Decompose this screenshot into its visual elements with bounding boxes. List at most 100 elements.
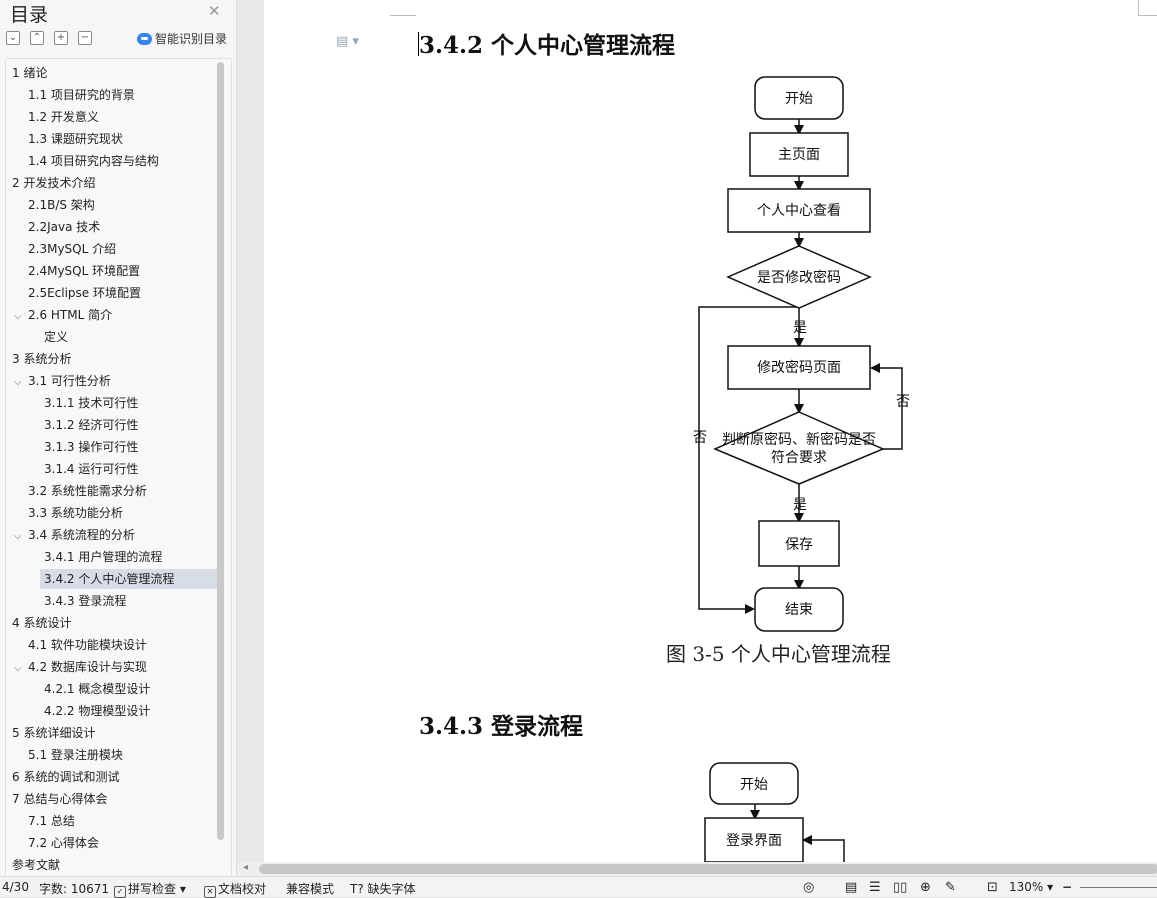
outline-view-icon[interactable]: ☰	[869, 880, 881, 895]
chevron-down-icon[interactable]: ⌵	[14, 377, 22, 388]
add-heading-icon[interactable]: +	[54, 31, 68, 45]
toc-item[interactable]: 3.1.2 经济可行性	[44, 415, 138, 435]
toc-item[interactable]: ⌵4 系统设计	[6, 613, 72, 635]
spellcheck-label: 拼写检查	[128, 882, 177, 896]
chevron-down-icon[interactable]: ⌵	[6, 725, 12, 745]
flow-save-node	[758, 520, 840, 567]
toc-item[interactable]: 3.1.4 运行可行性	[44, 459, 138, 479]
chevron-down-icon[interactable]: ⌵	[14, 531, 22, 542]
flow-start-node	[709, 762, 799, 805]
toc-item[interactable]: 3.1.1 技术可行性	[44, 393, 138, 413]
flow-label: 是	[793, 320, 807, 336]
toc-item[interactable]: 3.1.3 操作可行性	[44, 437, 138, 457]
missing-font-button[interactable]: T? 缺失字体	[350, 880, 416, 897]
scrollbar-thumb[interactable]	[259, 864, 1157, 874]
chevron-down-icon[interactable]: ⌵	[14, 311, 22, 322]
toc-item[interactable]: ⌵4.2 数据库设计与实现	[14, 657, 147, 677]
word-count[interactable]: 字数: 10671	[39, 882, 110, 896]
toc-item[interactable]: 7.2 心得体会	[28, 833, 99, 853]
toc-item[interactable]: ⌵2 开发技术介绍	[6, 173, 95, 195]
chevron-down-icon[interactable]: ⌵	[14, 663, 22, 674]
zoom-level[interactable]: 130% ▾	[1009, 880, 1054, 894]
status-bar: 4/30 字数: 10671 ✓拼写检查 ▾ ✕文档校对 兼容模式 T? 缺失字…	[0, 876, 1157, 898]
toc-item[interactable]: 3.3 系统功能分析	[28, 503, 123, 523]
toc-item-label: 3.4.3 登录流程	[44, 594, 127, 608]
horizontal-scrollbar[interactable]: ◂	[237, 862, 1157, 876]
web-view-icon[interactable]: ⊕	[920, 880, 931, 895]
toc-item[interactable]: 2.2Java 技术	[28, 217, 100, 237]
chevron-down-icon[interactable]: ⌵	[6, 175, 12, 195]
proofread-button[interactable]: ✕文档校对	[204, 880, 266, 898]
toc-item[interactable]: 6 系统的调试和测试	[12, 767, 119, 787]
toc-item[interactable]: 4.2.2 物理模型设计	[44, 701, 150, 721]
toc-item[interactable]: ⌵2.6 HTML 简介	[14, 305, 112, 325]
toc-scrollbar[interactable]	[217, 62, 224, 840]
page-indicator[interactable]: 4/30	[2, 880, 29, 894]
flow-home-node	[749, 132, 849, 177]
toc-item[interactable]: 7.1 总结	[28, 811, 75, 831]
document-page[interactable]: ▤ ▾ 3.4.2 个人中心管理流程	[264, 0, 1157, 862]
spellcheck-button[interactable]: ✓拼写检查 ▾	[114, 880, 186, 898]
proofread-icon: ✕	[204, 886, 216, 898]
zoom-slider[interactable]	[1080, 887, 1157, 888]
chevron-down-icon[interactable]: ⌵	[6, 615, 12, 635]
toc-item[interactable]: 3.4.1 用户管理的流程	[44, 547, 162, 567]
compat-mode[interactable]: 兼容模式	[286, 882, 335, 896]
zoom-out-icon[interactable]: −	[1062, 880, 1073, 894]
chevron-down-icon[interactable]: ⌵	[6, 791, 12, 811]
reading-view-icon[interactable]: ▯▯	[893, 880, 908, 895]
toc-item[interactable]: ⌵3 系统分析	[6, 349, 71, 371]
toc-title: 目录	[10, 4, 49, 26]
toc-item[interactable]: 5.1 登录注册模块	[28, 745, 123, 765]
toc-item-label: 1 绪论	[12, 66, 48, 80]
toc-item[interactable]: ⌵3.4 系统流程的分析	[14, 525, 135, 545]
toc-item[interactable]: 1.2 开发意义	[28, 107, 99, 127]
eye-protection-icon[interactable]: ◎	[803, 880, 815, 895]
scroll-left-icon[interactable]: ◂	[243, 862, 249, 873]
toc-item-label: 3.2 系统性能需求分析	[28, 484, 147, 498]
toc-item[interactable]: 参考文献	[12, 855, 60, 875]
pen-icon[interactable]: ✎	[945, 880, 956, 895]
flow-label: 否	[693, 430, 707, 446]
toc-item[interactable]: 定义	[44, 327, 68, 347]
expand-level-icon[interactable]: ⌃	[30, 31, 44, 45]
toc-item[interactable]: 1.1 项目研究的背景	[28, 85, 135, 105]
toc-item[interactable]: 4.2.1 概念模型设计	[44, 679, 150, 699]
toc-item[interactable]: 2.3MySQL 介绍	[28, 239, 116, 259]
toc-item-label: 2.5Eclipse 环境配置	[28, 286, 141, 300]
toc-item-label: 3.1.2 经济可行性	[44, 418, 139, 432]
fit-page-icon[interactable]: ⊡	[987, 880, 998, 895]
chevron-down-icon[interactable]: ⌵	[6, 351, 12, 371]
flow-login-node	[704, 817, 804, 862]
paragraph-options-icon[interactable]: ▤ ▾	[336, 34, 359, 49]
toc-item-label: 1.4 项目研究内容与结构	[28, 154, 159, 168]
toc-item[interactable]: 3.4.3 登录流程	[44, 591, 126, 611]
toc-item[interactable]: ⌵1 绪论	[6, 63, 48, 85]
ai-icon	[137, 32, 152, 45]
toc-item-label: 1.2 开发意义	[28, 110, 99, 124]
toc-item[interactable]: 1.3 课题研究现状	[28, 129, 123, 149]
collapse-all-icon[interactable]: ⌄	[6, 31, 20, 45]
smart-toc-button[interactable]: 智能识别目录	[137, 30, 227, 47]
toc-item-label: 4 系统设计	[12, 616, 72, 630]
toc-item[interactable]: 4.1 软件功能模块设计	[28, 635, 147, 655]
chevron-down-icon[interactable]: ⌵	[6, 65, 12, 85]
toc-item-label: 参考文献	[12, 858, 61, 872]
toc-item[interactable]: 2.4MySQL 环境配置	[28, 261, 140, 281]
flow-label: 主页面	[778, 147, 820, 163]
toc-item[interactable]: 2.1B/S 架构	[28, 195, 95, 215]
page-view-icon[interactable]: ▤	[845, 880, 858, 895]
toc-item[interactable]: 1.4 项目研究内容与结构	[28, 151, 159, 171]
toc-item[interactable]: ⌵5 系统详细设计	[6, 723, 95, 745]
figure-caption: 图 3-5 个人中心管理流程	[666, 642, 891, 666]
close-icon[interactable]: ✕	[208, 2, 221, 20]
toc-item[interactable]: 3.2 系统性能需求分析	[28, 481, 147, 501]
toc-item[interactable]: ⌵7 总结与心得体会	[6, 789, 107, 811]
toc-item[interactable]: ⌵3.1 可行性分析	[14, 371, 111, 391]
toc-item-label: 7.2 心得体会	[28, 836, 99, 850]
toc-item[interactable]: 2.5Eclipse 环境配置	[28, 283, 141, 303]
toc-item[interactable]: 3.4.2 个人中心管理流程	[40, 569, 220, 589]
remove-heading-icon[interactable]: −	[78, 31, 92, 45]
toc-item-label: 7.1 总结	[28, 814, 75, 828]
toc-item-label: 1.1 项目研究的背景	[28, 88, 135, 102]
